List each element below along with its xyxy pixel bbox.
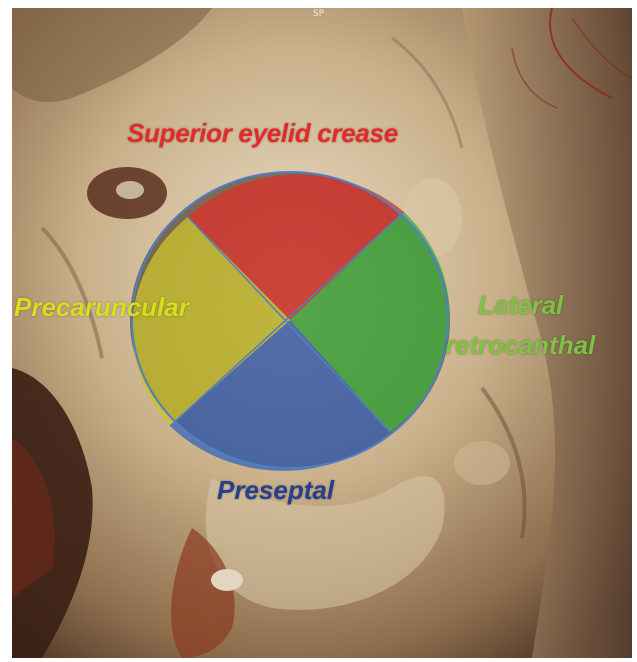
superior-eyelid-crease-label: Superior eyelid crease <box>127 118 398 149</box>
lateral-label: Lateral <box>478 290 563 321</box>
orientation-marker: SP <box>0 9 637 19</box>
retrocanthal-label: retrocanthal <box>445 330 595 361</box>
preseptal-label: Preseptal <box>217 475 334 506</box>
precaruncular-label: Precaruncular <box>14 292 189 323</box>
